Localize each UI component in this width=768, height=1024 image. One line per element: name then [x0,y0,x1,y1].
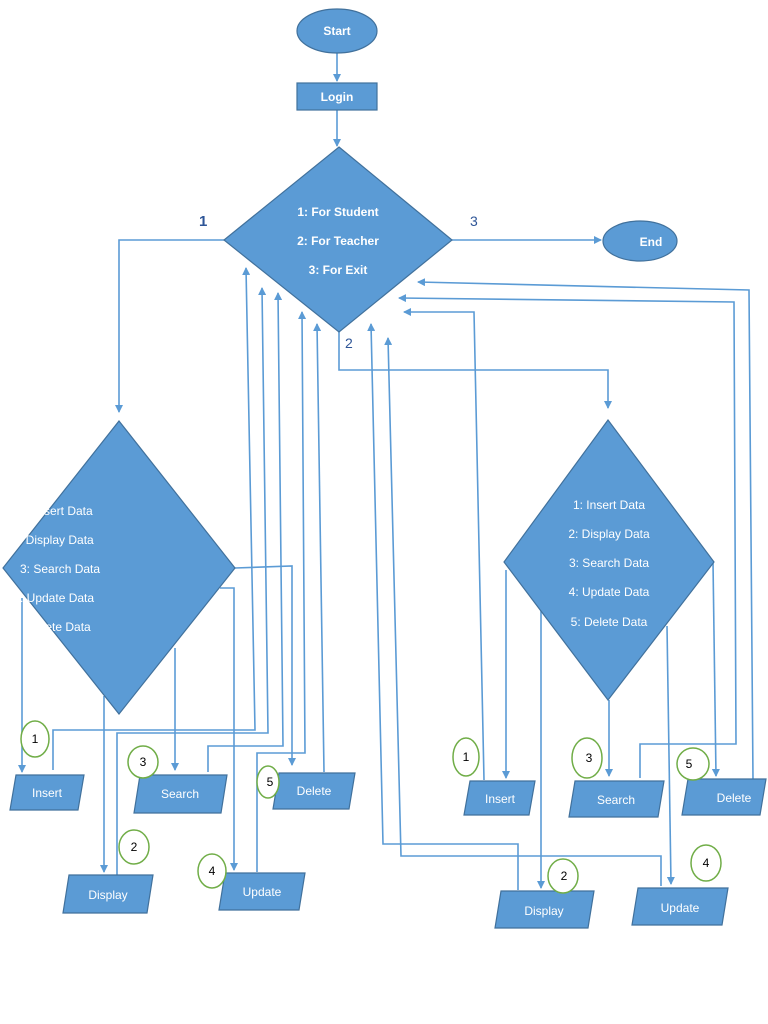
end-label: End [640,235,663,249]
teacher-menu-item-3: 3: Search Data [569,556,649,570]
teacher-search-label: Search [597,793,635,807]
edges [18,53,754,890]
teacher-menu-item-2: 2: Display Data [568,527,650,541]
badge-t-display-label: 2 [561,869,568,883]
teacher-update-node [631,887,729,926]
teacher-delete-label: Delete [717,791,752,805]
badge-s-delete-label: 5 [267,775,274,789]
edge-label-exit: 3 [470,213,478,229]
start-label: Start [323,24,350,38]
edge-s-display-return [116,287,269,875]
badge-s-update-label: 4 [209,864,216,878]
student-search-label: Search [161,787,199,801]
main-menu-item-1: 1: For Student [297,205,378,219]
student-menu-item-1: sert Data [44,504,93,518]
edge-menu-teacher [338,330,612,409]
edge-t-update [666,625,675,885]
edge-t-search-return [398,294,737,778]
edge-t-display-return [367,323,519,890]
teacher-search-node [568,780,665,818]
student-menu-diamond [2,420,236,715]
edge-t-delete [711,561,720,777]
teacher-delete-node [681,778,767,816]
student-search-node [133,774,228,814]
badge-t-search [571,737,603,779]
badge-s-delete [256,765,280,799]
edge-label-student: 1 [199,213,207,230]
badge-s-search [127,745,159,779]
badge-t-update [690,844,722,882]
student-insert-label: Insert [32,786,63,800]
edge-s-delete-return [313,323,325,773]
student-update-label: Update [243,885,282,899]
badge-t-insert [452,737,480,777]
student-menu-item-4: : Update Data [20,591,94,605]
teacher-menu-item-5: 5: Delete Data [571,615,648,629]
start-node [296,8,378,54]
edge-menu-student [115,239,224,413]
badge-t-search-label: 3 [586,751,593,765]
edge-s-delete [234,565,296,766]
badge-t-update-label: 4 [703,856,710,870]
teacher-display-label: Display [524,904,563,918]
badge-s-insert-label: 1 [32,732,39,746]
badge-t-display [547,858,579,894]
edge-s-update [220,587,238,871]
edge-t-insert-return [403,308,485,781]
edge-t-update-return [384,337,662,886]
teacher-insert-label: Insert [485,792,516,806]
badge-t-insert-label: 1 [463,750,470,764]
teacher-menu-item-4: 4: Update Data [569,585,650,599]
badge-s-display [118,829,150,865]
student-display-node [62,874,154,914]
main-menu-diamond [223,146,453,333]
student-update-node [218,872,306,911]
main-menu-item-3: 3: For Exit [309,263,368,277]
badge-s-display-label: 2 [131,840,138,854]
student-delete-label: Delete [297,784,332,798]
badge-t-delete [676,747,710,781]
badge-s-search-label: 3 [140,755,147,769]
badge-s-update [197,853,227,889]
end-node [602,220,678,262]
teacher-update-label: Update [661,901,700,915]
edge-s-search-return [207,292,284,772]
student-menu-item-2: : Display Data [19,533,94,547]
badge-s-insert [20,720,50,758]
edge-s-insert-return [52,267,256,770]
student-delete-node [272,772,356,810]
edge-label-teacher: 2 [345,335,353,351]
teacher-insert-node [463,780,536,816]
student-menu-item-5: elete Data [36,620,91,634]
teacher-menu-diamond [503,418,715,701]
edge-t-delete-return [417,278,754,781]
student-menu-item-3: 3: Search Data [20,562,100,576]
login-label: Login [321,90,354,104]
login-node [296,82,378,111]
student-display-label: Display [88,888,127,902]
badge-t-delete-label: 5 [686,757,693,771]
student-insert-node [9,774,85,811]
main-menu-item-2: 2: For Teacher [297,234,379,248]
teacher-menu-item-1: 1: Insert Data [573,498,645,512]
edge-s-update-return [256,311,307,872]
